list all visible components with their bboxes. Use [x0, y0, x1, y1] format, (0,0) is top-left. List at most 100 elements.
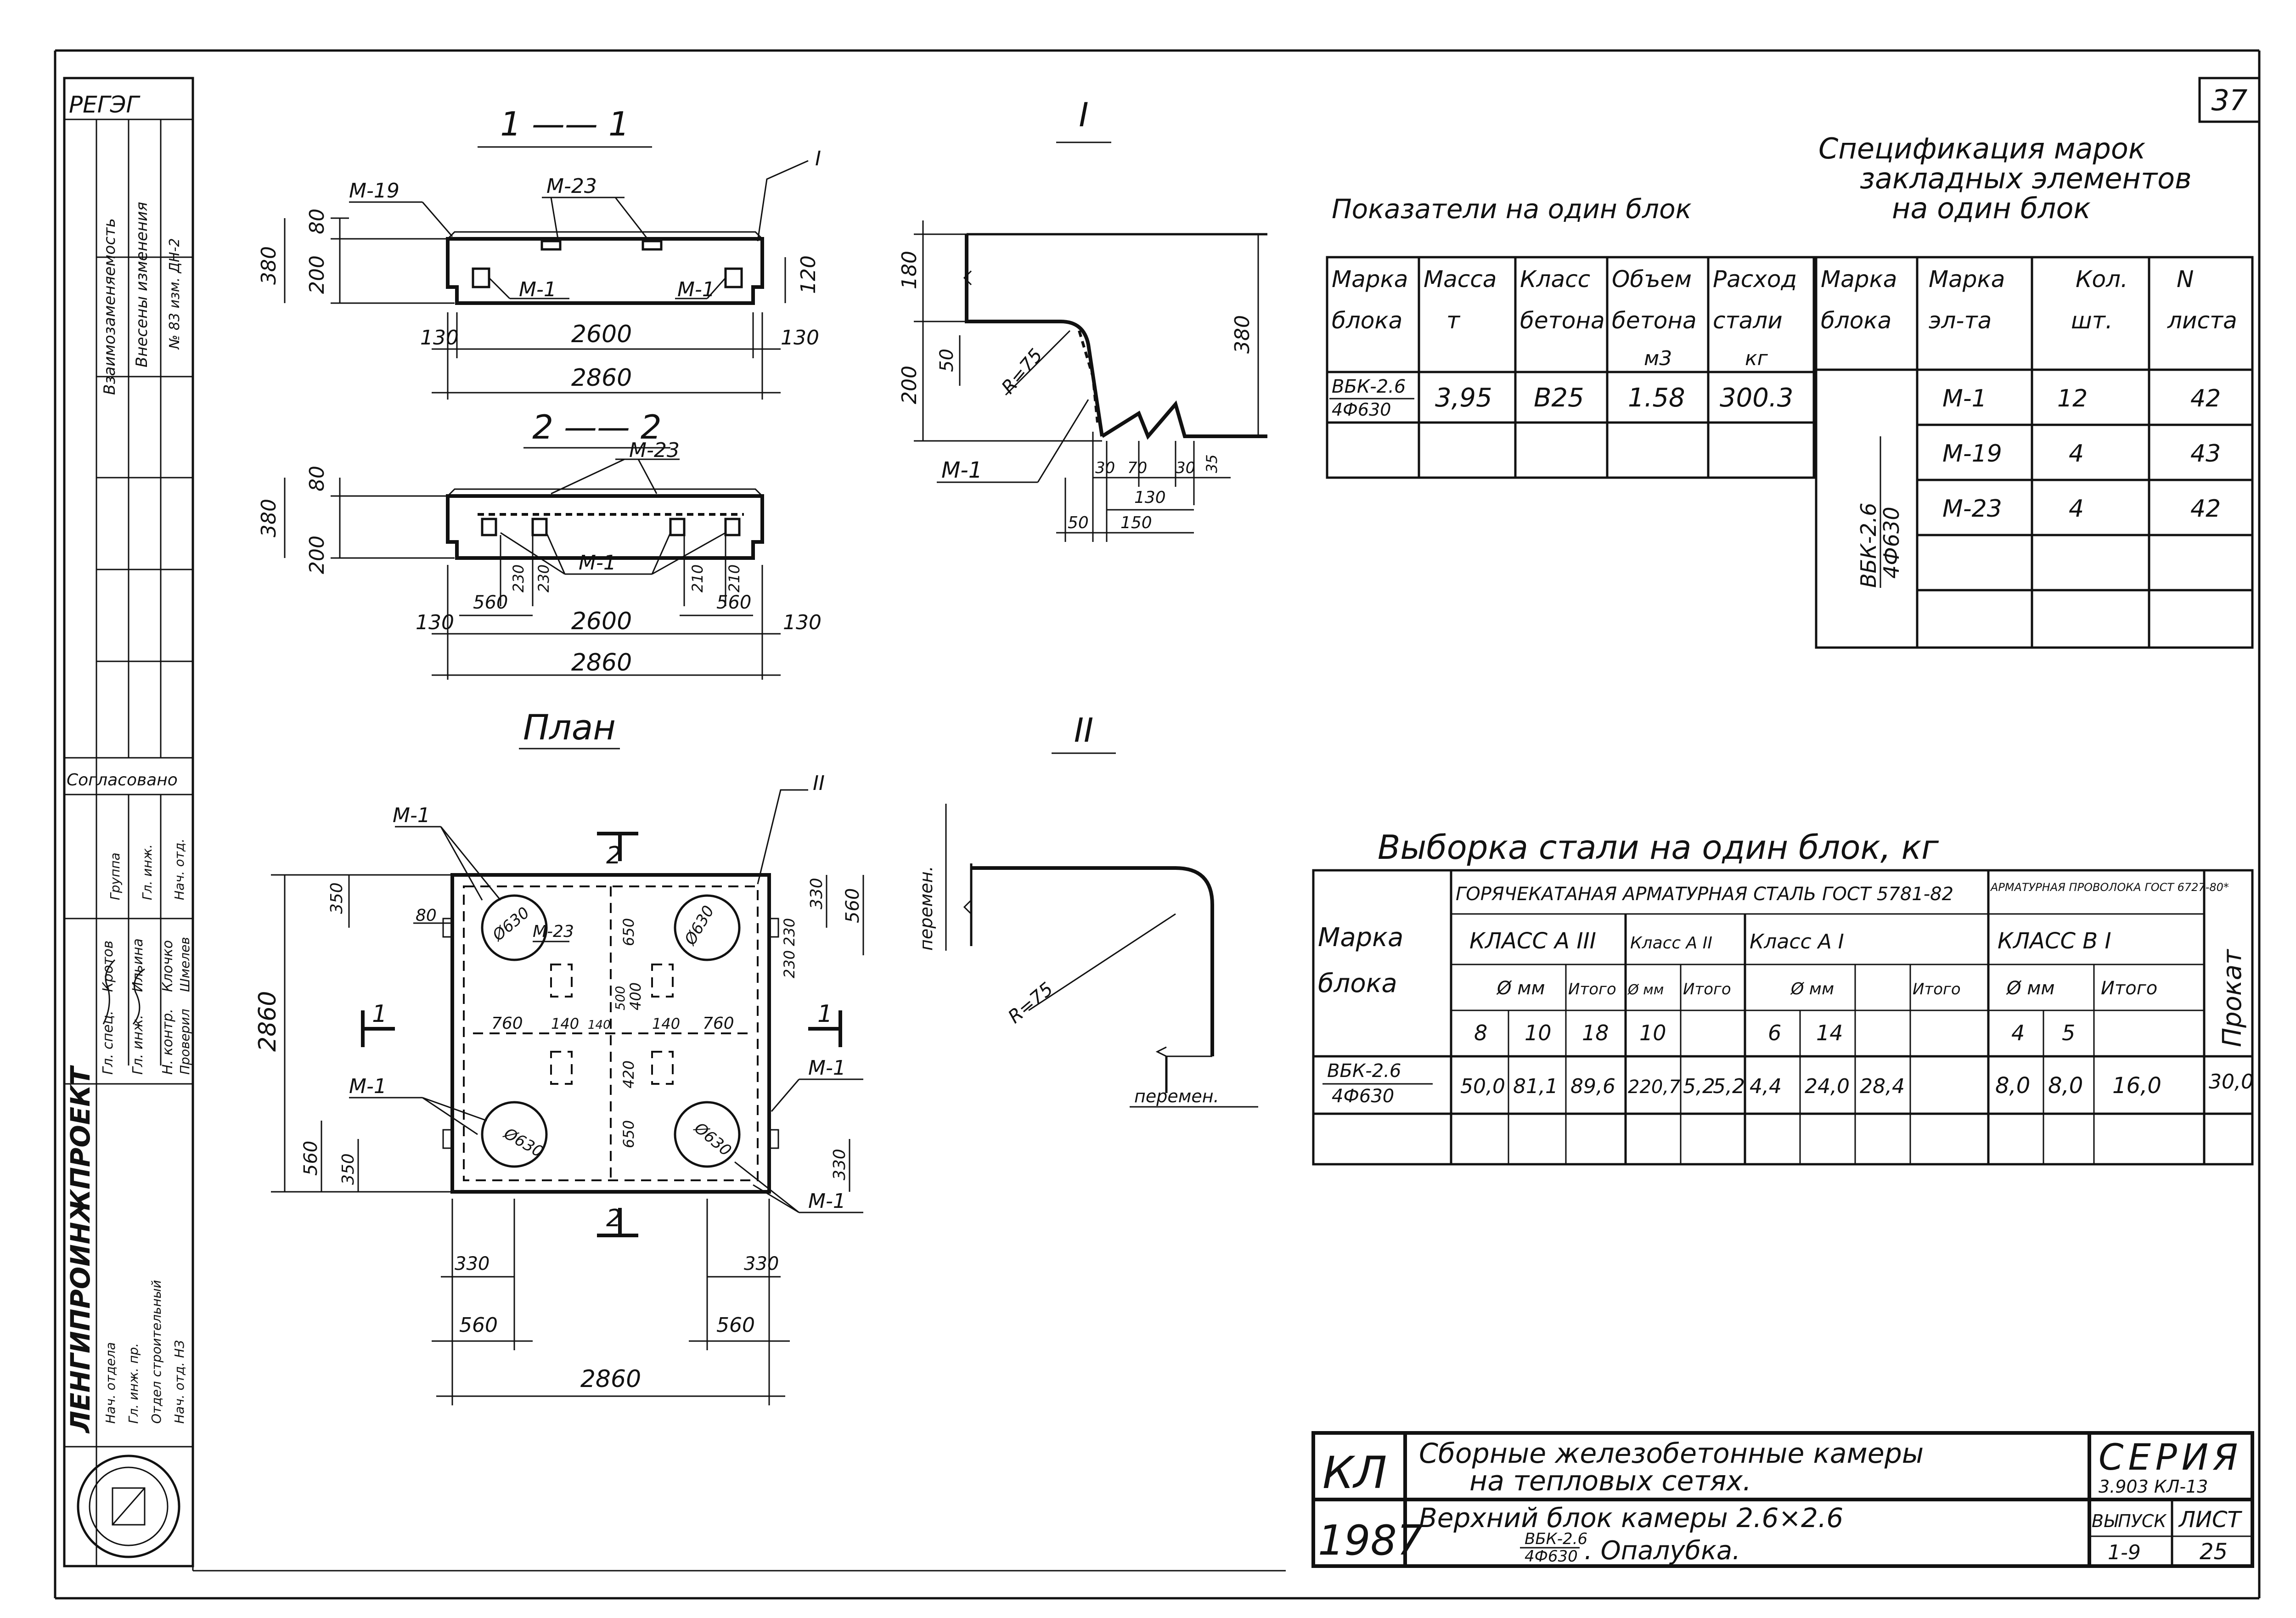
callout-I: I — [815, 147, 821, 170]
label-m23-s1: М-23 — [546, 175, 597, 198]
dim-140-plan-left: 140 — [551, 1015, 579, 1032]
dim-130-s1-left: 130 — [420, 326, 459, 350]
indicators-title: Показатели на один блок — [1332, 193, 1692, 225]
dim-560-plan-left: 560 — [300, 1141, 321, 1176]
label-m23-s2: М-23 — [629, 439, 680, 462]
dim-140-plan-right: 140 — [652, 1015, 680, 1032]
dim-2860-plan-v: 2860 — [254, 991, 281, 1052]
opening-bottom-left — [481, 1101, 548, 1168]
spec-title-2: закладных элементов — [1860, 162, 2192, 195]
dim-760-plan-left: 760 — [491, 1014, 523, 1033]
sec-mark-2-bottom: 2 — [606, 1205, 621, 1232]
dim-120-s1: 120 — [797, 255, 820, 294]
dim-330-plan-right-bottom: 330 — [830, 1149, 849, 1180]
ind-row-mass: 3,95 — [1435, 383, 1492, 413]
detail-I-title: I — [1079, 96, 1088, 134]
stamp-grid-upper — [64, 256, 193, 759]
steel-d4: 10 — [1639, 1020, 1666, 1045]
steel-v7: 4,4 — [1750, 1075, 1782, 1098]
dim-200-s1: 200 — [305, 255, 329, 294]
spec-title-1: Спецификация марок — [1818, 132, 2146, 165]
dim-200-d1: 200 — [898, 366, 921, 404]
stamp-header-1: Взаимозаменяемость — [101, 218, 119, 395]
spec-h-block-2: блока — [1821, 307, 1891, 334]
ind-row-class: В25 — [1534, 383, 1584, 413]
person-name-3: Клочко — [160, 940, 176, 992]
dim-230-plan-right: 230 — [781, 918, 798, 946]
dim-130-s1-right: 130 — [781, 326, 819, 350]
dim-760-plan-right: 760 — [703, 1014, 734, 1033]
spec-h-qty-1: Кол. — [2076, 266, 2128, 293]
person-role-2: Гл. инж. — [130, 1015, 146, 1075]
stamp-agreed: Согласовано — [67, 771, 178, 789]
spec-h-elem-1: Марка — [1929, 266, 2005, 293]
steel-d2: 10 — [1525, 1020, 1552, 1045]
steel-diam-2: Ø мм — [1627, 982, 1664, 998]
ind-h-mass-2: т — [1446, 307, 1461, 334]
dim-80-s2: 80 — [305, 466, 329, 491]
label-m23-plan: М-23 — [533, 922, 574, 941]
callout-II: II — [813, 772, 825, 795]
section-2-title: 2 —— 2 — [532, 408, 661, 446]
tb-sub2: ВБК-2.6 — [1525, 1530, 1587, 1548]
steel-v9: 28,4 — [1860, 1075, 1905, 1098]
spec-title-3: на один блок — [1892, 192, 2091, 225]
spec-r2-qty: 4 — [2069, 440, 2084, 468]
steel-class-bi: КЛАСС В I — [1998, 928, 2111, 954]
ind-row-mark2: 4Ф630 — [1332, 400, 1391, 420]
ind-h-steel-2: стали — [1713, 307, 1783, 334]
dim-650-plan-bottom: 650 — [620, 1120, 637, 1148]
org-row-3: Отдел строительный — [149, 1280, 164, 1424]
ind-row-vol: 1.58 — [1628, 383, 1685, 413]
dim-500-plan: 500 — [613, 986, 628, 1010]
dim-650-plan-top: 650 — [620, 918, 637, 946]
steel-table: Выборка стали на один блок, кг ГОРЯЧЕКАТ… — [1312, 828, 2254, 1166]
steel-v8: 24,0 — [1805, 1075, 1850, 1098]
dim-350-plan-top: 350 — [327, 882, 346, 914]
spec-block: ВБК-2.6 — [1856, 502, 1881, 588]
dim-400-plan: 400 — [627, 982, 644, 1010]
label-m1-s1-right: М-1 — [677, 278, 715, 301]
agreed-row-3: Нач. отд. — [172, 839, 187, 900]
label-m1-plan-br: М-1 — [808, 1190, 846, 1213]
dim-130-d1: 130 — [1134, 488, 1166, 507]
tb-code: КЛ — [1322, 1447, 1387, 1499]
ind-h-mark-2: блока — [1332, 307, 1402, 334]
steel-v12: 16,0 — [2112, 1073, 2161, 1099]
steel-rolled: Прокат — [2217, 949, 2247, 1047]
dim-280-plan: 140 — [588, 1018, 611, 1032]
steel-d3: 18 — [1582, 1020, 1609, 1045]
sheet-number: 37 — [2212, 84, 2248, 117]
dim-130-s2-left: 130 — [416, 611, 454, 634]
detail-II-title: II — [1074, 711, 1093, 750]
stamp-org: ЛЕНГИПРОИНЖПРОЕКТ — [65, 1065, 96, 1434]
steel-v11: 8,0 — [2048, 1073, 2083, 1099]
tb-sub1: Верхний блок камеры 2.6×2.6 — [1419, 1502, 1843, 1533]
label-m1-d1: М-1 — [941, 457, 982, 483]
ind-row-mark: ВБК-2.6 — [1332, 376, 1406, 397]
steel-d1: 8 — [1474, 1020, 1487, 1045]
ind-row-steel: 300.3 — [1720, 383, 1793, 413]
detail-I: I R=75 180 200 50 380 30 70 30 35 — [898, 96, 1267, 542]
person-role-1: Гл. спец. — [100, 1011, 116, 1075]
ind-h-class-1: Класс — [1520, 266, 1590, 293]
sec-mark-1-right: 1 — [817, 1000, 833, 1028]
steel-title: Выборка стали на один блок, кг — [1378, 828, 1939, 867]
steel-d5: 6 — [1768, 1020, 1781, 1045]
ind-h-vol-1: Объем — [1612, 266, 1692, 293]
indicators-table: Показатели на один блок Марка блока Масс… — [1326, 193, 1815, 479]
steel-total-1: Итого — [1568, 980, 1616, 998]
label-m1-plan-tl: М-1 — [393, 804, 430, 827]
section-1-title: 1 —— 1 — [500, 105, 629, 143]
plan-title: План — [523, 707, 616, 748]
dim-30-d1-b: 30 — [1176, 459, 1195, 477]
steel-v13: 30,0 — [2209, 1070, 2254, 1094]
steel-total-2: Итого — [1683, 980, 1731, 998]
dim-560-plan-br: 560 — [716, 1314, 755, 1337]
dim-210-s2-right: 210 — [689, 564, 706, 592]
dim-130-s2-right: 130 — [783, 611, 822, 634]
dim-70-d1: 70 — [1127, 459, 1147, 477]
org-row-4: Нач. отд. НЗ — [172, 1340, 187, 1424]
dim-2860-plan-h: 2860 — [580, 1365, 641, 1393]
person-name-2: Ильина — [130, 938, 146, 992]
